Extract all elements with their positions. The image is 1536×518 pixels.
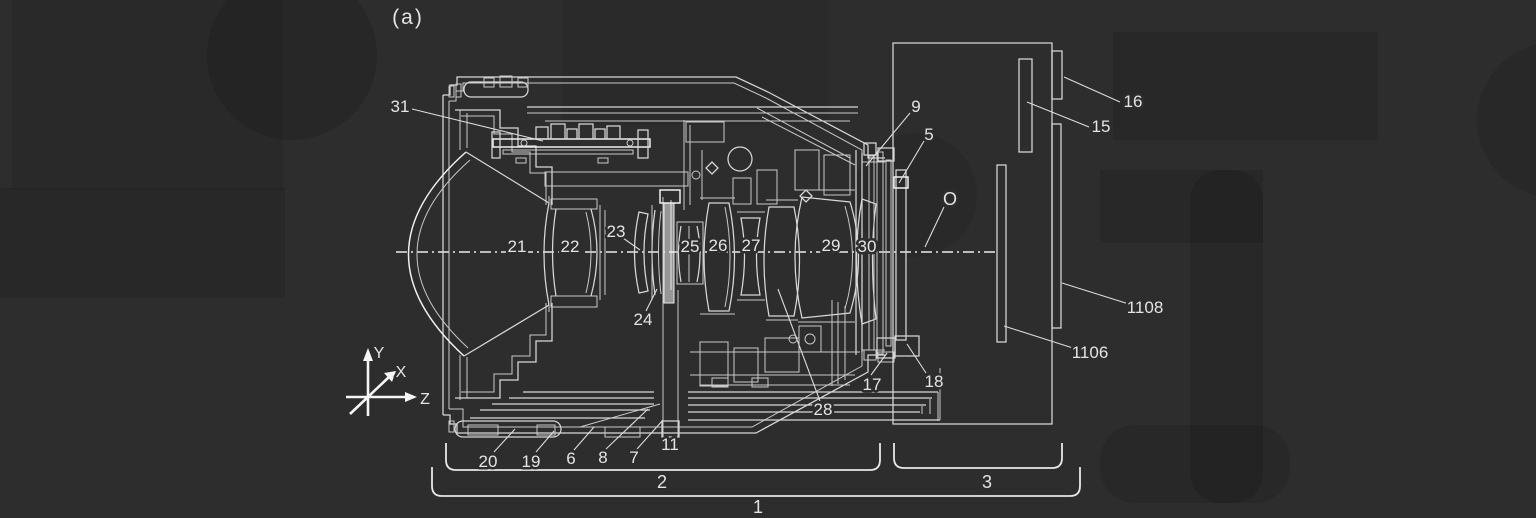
part-label-15: 15 xyxy=(1092,117,1111,136)
bracket-2 xyxy=(445,443,881,471)
part-label-6: 6 xyxy=(566,449,575,468)
bracket-label-3: 3 xyxy=(982,472,992,492)
actuator-31 xyxy=(491,123,651,164)
leader-lines xyxy=(411,76,1133,453)
bracket-1 xyxy=(431,467,1081,497)
part-label-18: 18 xyxy=(925,372,944,391)
part-label-27: 27 xyxy=(742,236,761,255)
part-label-9: 9 xyxy=(911,97,920,116)
part-label-11: 11 xyxy=(661,435,679,454)
x-axis-arrow-icon xyxy=(384,371,396,382)
part-label-26: 26 xyxy=(709,236,728,255)
background-watermark xyxy=(0,0,1536,503)
part-label-5: 5 xyxy=(924,125,933,144)
part-label-30: 30 xyxy=(858,237,877,256)
part-label-24: 24 xyxy=(634,310,653,329)
coordinate-axes xyxy=(346,348,417,416)
bracket-3 xyxy=(893,443,1063,469)
camera-body-drawing xyxy=(892,42,1063,425)
part-label-19: 19 xyxy=(522,452,541,471)
part-label-25: 25 xyxy=(681,237,700,256)
part-label-8: 8 xyxy=(598,448,607,467)
part-label-16: 16 xyxy=(1124,92,1143,111)
part-label-22: 22 xyxy=(561,237,580,256)
bracket-label-1: 1 xyxy=(753,497,763,517)
part-label-31: 31 xyxy=(391,97,410,116)
y-axis-arrow-icon xyxy=(363,348,373,361)
part-label-28: 28 xyxy=(814,400,833,419)
x-axis-label: X xyxy=(396,364,407,381)
z-axis-label: Z xyxy=(420,391,430,408)
part-label-29: 29 xyxy=(822,236,841,255)
labels: (a) 31 21 22 23 24 25 26 27 29 30 28 9 5… xyxy=(371,4,1166,518)
group-brackets xyxy=(431,443,1081,497)
z-axis-arrow-icon xyxy=(405,392,417,402)
part-label-7: 7 xyxy=(629,448,638,467)
optical-axis-label: O xyxy=(943,189,957,209)
part-label-23: 23 xyxy=(607,222,626,241)
shutter-unit-drawing xyxy=(855,142,920,363)
lens-barrel-drawing xyxy=(407,75,941,438)
part-label-21: 21 xyxy=(508,237,527,256)
part-label-1108: 1108 xyxy=(1127,298,1164,317)
part-label-1106: 1106 xyxy=(1072,343,1109,362)
y-axis-label: Y xyxy=(374,345,385,362)
part-label-20: 20 xyxy=(479,452,498,471)
panel-label: (a) xyxy=(392,6,424,29)
part-label-17: 17 xyxy=(863,375,882,394)
bracket-label-2: 2 xyxy=(657,472,667,492)
